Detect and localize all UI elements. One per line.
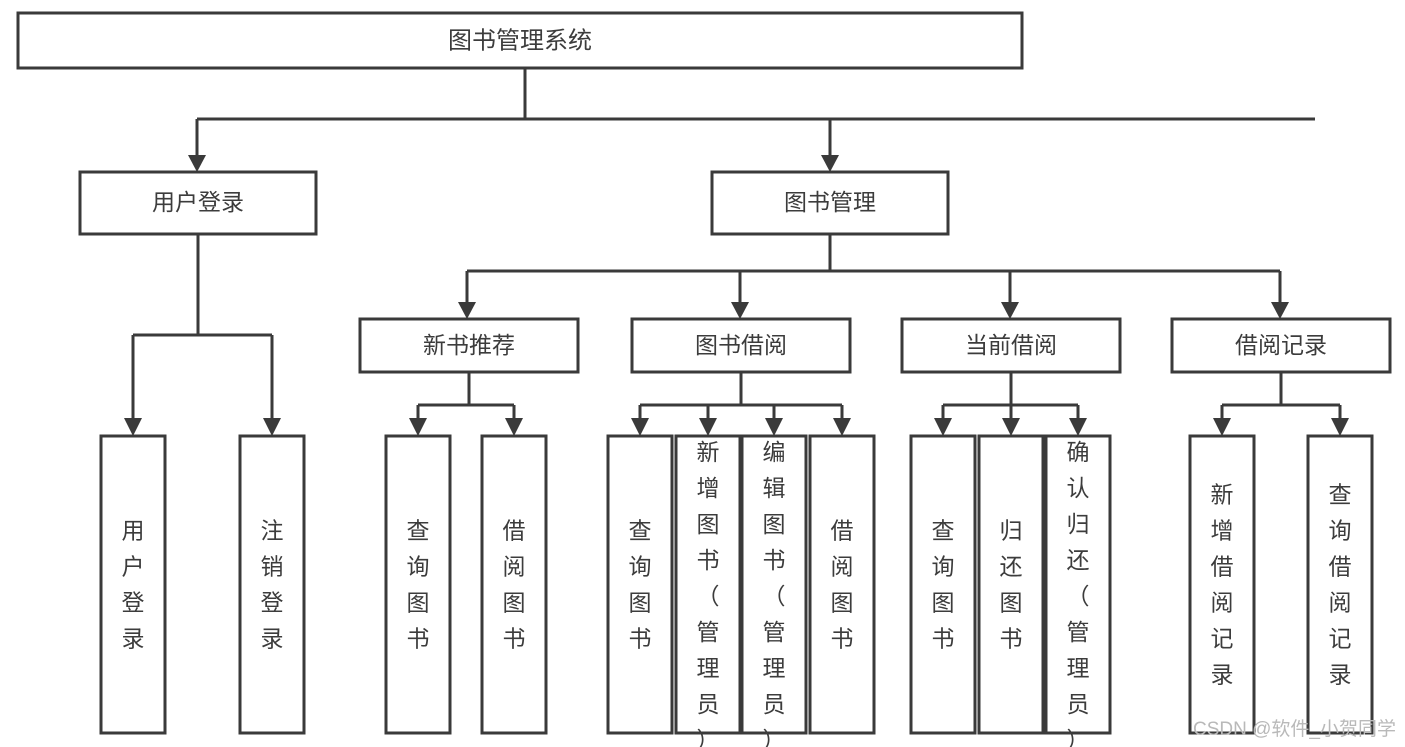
node-root[interactable]: 图书管理系统 — [16, 11, 1024, 70]
leaf-box[interactable] — [480, 434, 548, 735]
connector-borrow-record-to-leaves — [1213, 372, 1349, 436]
node-user-login[interactable]: 用户登录 — [78, 170, 318, 236]
borrow-record-label: 借阅记录 — [1235, 332, 1327, 358]
leaf-label: 查询图书 — [407, 518, 430, 652]
node-book-management[interactable]: 图书管理 — [710, 170, 950, 236]
leaf-query-book-recommend[interactable]: 查询图书 — [384, 434, 452, 735]
leaf-add-borrow-record[interactable]: 新增借阅记录 — [1188, 434, 1256, 735]
leaf-query-book-borrow[interactable]: 查询图书 — [606, 434, 674, 735]
connector-root-to-level2 — [188, 68, 1315, 172]
connector-book-management-to-level3 — [458, 234, 1289, 319]
node-book-borrow[interactable]: 图书借阅 — [630, 317, 852, 374]
current-borrow-label: 当前借阅 — [965, 332, 1057, 358]
leaf-label: 编辑图书（管理员） — [763, 439, 786, 747]
book-management-label: 图书管理 — [784, 189, 876, 215]
leaf-label: 用户登录 — [122, 518, 145, 652]
leaf-add-book-admin[interactable]: 新增图书（管理员） — [674, 434, 742, 747]
connector-new-book-recommend-to-leaves — [409, 372, 523, 436]
leaf-box[interactable] — [1044, 434, 1112, 735]
leaf-box[interactable] — [384, 434, 452, 735]
connector-book-borrow-to-leaves — [631, 372, 851, 436]
leaf-borrow-book-recommend[interactable]: 借阅图书 — [480, 434, 548, 735]
new-book-recommend-label: 新书推荐 — [423, 332, 515, 358]
leaf-box[interactable] — [1188, 434, 1256, 735]
leaf-confirm-return-admin[interactable]: 确认归还（管理员） — [1044, 434, 1112, 747]
book-borrow-label: 图书借阅 — [695, 332, 787, 358]
connector-user-login-to-leaves — [124, 234, 281, 436]
leaf-label: 新增图书（管理员） — [697, 439, 720, 747]
leaf-query-book-current[interactable]: 查询图书 — [909, 434, 977, 735]
arrow-to-user-login — [188, 155, 206, 172]
leaf-label: 注销登录 — [261, 518, 284, 652]
node-borrow-record[interactable]: 借阅记录 — [1170, 317, 1392, 374]
user-login-label: 用户登录 — [152, 189, 244, 215]
leaf-box[interactable] — [1306, 434, 1374, 735]
leaf-edit-book-admin[interactable]: 编辑图书（管理员） — [740, 434, 808, 747]
leaf-box[interactable] — [238, 434, 306, 735]
leaf-box[interactable] — [740, 434, 808, 735]
leaf-box[interactable] — [808, 434, 876, 735]
leaf-label: 查询图书 — [932, 518, 955, 652]
leaf-label: 借阅图书 — [503, 518, 526, 652]
leaf-box[interactable] — [977, 434, 1045, 735]
leaf-query-borrow-record[interactable]: 查询借阅记录 — [1306, 434, 1374, 735]
leaf-label: 借阅图书 — [831, 518, 854, 652]
leaf-label: 新增借阅记录 — [1211, 482, 1234, 688]
watermark-label: CSDN @软件_小贺同学 — [1193, 718, 1396, 740]
current-borrow-box[interactable] — [900, 317, 1122, 374]
leaf-return-book[interactable]: 归还图书 — [977, 434, 1045, 735]
node-new-book-recommend[interactable]: 新书推荐 — [358, 317, 580, 374]
leaf-label: 查询图书 — [629, 518, 652, 652]
root-box[interactable] — [16, 11, 1024, 70]
leaf-box[interactable] — [606, 434, 674, 735]
new-book-recommend-box[interactable] — [358, 317, 580, 374]
leaf-label: 查询借阅记录 — [1329, 482, 1352, 688]
leaf-borrow-book[interactable]: 借阅图书 — [808, 434, 876, 735]
leaf-label: 归还图书 — [1000, 518, 1023, 652]
user-login-box[interactable] — [78, 170, 318, 236]
connector-current-borrow-to-leaves — [934, 372, 1087, 436]
node-current-borrow[interactable]: 当前借阅 — [900, 317, 1122, 374]
leaf-box[interactable] — [99, 434, 167, 735]
leaf-box[interactable] — [909, 434, 977, 735]
leaf-label: 确认归还（管理员） — [1067, 439, 1090, 747]
leaf-logout[interactable]: 注销登录 — [238, 434, 306, 735]
leaf-box[interactable] — [674, 434, 742, 735]
root-label: 图书管理系统 — [448, 27, 592, 54]
leaf-user-login[interactable]: 用户登录 — [99, 434, 167, 735]
arrow-to-book-management — [821, 155, 839, 172]
